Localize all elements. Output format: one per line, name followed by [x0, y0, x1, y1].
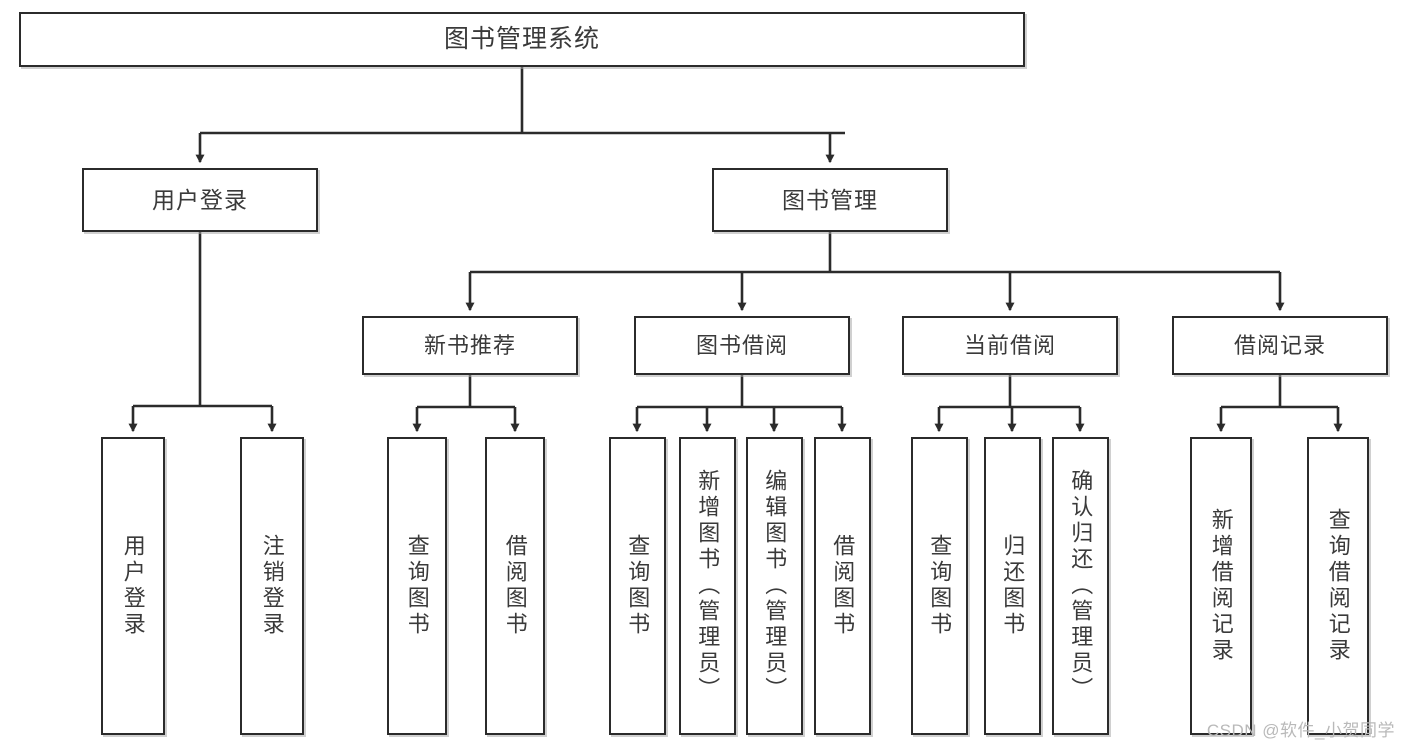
node-leaf-user-login-label: 用户登录 — [120, 534, 146, 638]
node-book-manage-label: 图书管理 — [782, 186, 878, 213]
node-leaf-query-book-3-label: 查询图书 — [927, 534, 953, 638]
node-leaf-user-login[interactable]: 用户登录 — [101, 437, 165, 735]
node-leaf-query-book-1[interactable]: 查询图书 — [387, 437, 447, 735]
node-leaf-query-book-2-label: 查询图书 — [625, 534, 651, 638]
node-current-borrow[interactable]: 当前借阅 — [902, 316, 1118, 375]
node-current-borrow-label: 当前借阅 — [963, 332, 1056, 358]
node-leaf-confirm-return-label: 确认归还（管理员） — [1068, 469, 1094, 703]
node-leaf-confirm-return[interactable]: 确认归还（管理员） — [1052, 437, 1109, 735]
node-book-borrow-label: 图书借阅 — [695, 332, 788, 358]
node-new-book-recommend-label: 新书推荐 — [423, 332, 516, 358]
node-leaf-borrow-book-1-label: 借阅图书 — [502, 534, 528, 638]
node-new-book-recommend[interactable]: 新书推荐 — [362, 316, 578, 375]
node-user-login-label: 用户登录 — [152, 186, 248, 213]
node-root[interactable]: 图书管理系统 — [19, 12, 1025, 67]
node-borrow-record-label: 借阅记录 — [1233, 332, 1326, 358]
node-leaf-return-book-label: 归还图书 — [1000, 534, 1026, 638]
node-leaf-query-book-1-label: 查询图书 — [404, 534, 430, 638]
node-leaf-edit-book-label: 编辑图书（管理员） — [762, 469, 788, 703]
node-leaf-query-record[interactable]: 查询借阅记录 — [1307, 437, 1369, 735]
node-root-label: 图书管理系统 — [443, 24, 600, 53]
node-leaf-add-book[interactable]: 新增图书（管理员） — [679, 437, 736, 735]
node-book-borrow[interactable]: 图书借阅 — [634, 316, 850, 375]
node-leaf-add-book-label: 新增图书（管理员） — [695, 469, 721, 703]
node-leaf-borrow-book-2[interactable]: 借阅图书 — [814, 437, 871, 735]
node-user-login[interactable]: 用户登录 — [82, 168, 318, 232]
node-leaf-logout[interactable]: 注销登录 — [240, 437, 304, 735]
node-leaf-query-record-label: 查询借阅记录 — [1325, 508, 1351, 664]
node-leaf-add-record[interactable]: 新增借阅记录 — [1190, 437, 1252, 735]
node-book-manage[interactable]: 图书管理 — [712, 168, 948, 232]
node-leaf-return-book[interactable]: 归还图书 — [984, 437, 1041, 735]
node-leaf-query-book-3[interactable]: 查询图书 — [911, 437, 968, 735]
node-leaf-logout-label: 注销登录 — [259, 534, 285, 638]
node-leaf-query-book-2[interactable]: 查询图书 — [609, 437, 666, 735]
node-leaf-add-record-label: 新增借阅记录 — [1208, 508, 1234, 664]
node-leaf-borrow-book-1[interactable]: 借阅图书 — [485, 437, 545, 735]
node-borrow-record[interactable]: 借阅记录 — [1172, 316, 1388, 375]
node-leaf-edit-book[interactable]: 编辑图书（管理员） — [746, 437, 803, 735]
node-leaf-borrow-book-2-label: 借阅图书 — [830, 534, 856, 638]
csdn-watermark: CSDN @软件_小贺同学 — [1206, 721, 1395, 740]
